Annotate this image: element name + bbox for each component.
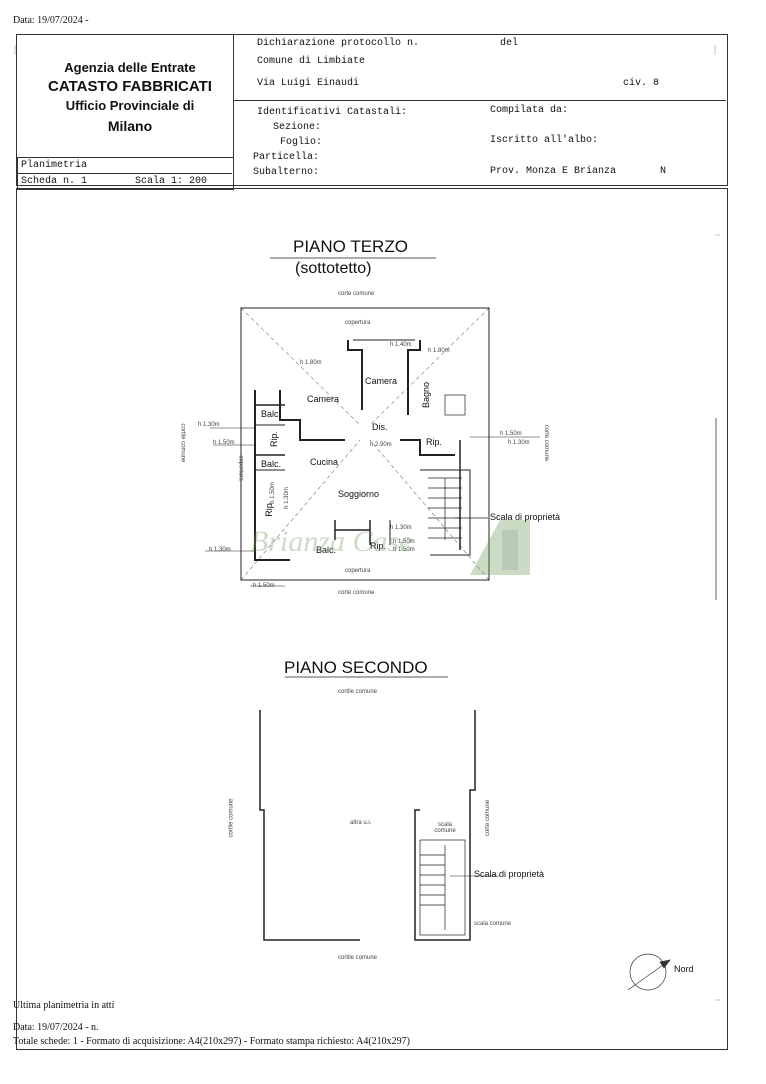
room-dis: Dis. <box>372 422 388 432</box>
watermark-logo <box>470 520 530 575</box>
scala-proprieta-label: Scala di proprietà <box>490 512 561 522</box>
height-note-12: h 1.50m <box>393 539 415 545</box>
agency-office: Ufficio Provinciale di <box>65 98 195 113</box>
subalterno-label: Subalterno: <box>253 167 320 178</box>
scheda-label: Scheda n. 1 <box>21 176 88 187</box>
particella-label: Particella: <box>253 152 320 163</box>
note-cortile-left: cortile comune <box>179 423 186 463</box>
floor2-scala-comune-bottom: scala comune <box>474 921 512 927</box>
protocol-label: Dichiarazione protocollo n. <box>257 38 420 49</box>
footer-totale: Totale schede: 1 - Formato di acquisizio… <box>13 1036 410 1047</box>
header-hline <box>233 100 726 101</box>
note-copertura-bottom: copertura <box>345 568 371 574</box>
floor2-scala-comune: scala comune <box>434 822 456 834</box>
footer-date: Data: 19/07/2024 - n. <box>13 1022 99 1033</box>
height-note-1: h 1.30m <box>198 422 220 428</box>
room-rip-4: Rip <box>263 503 274 517</box>
floor2-altra: altra u.i. <box>350 820 372 826</box>
compilata-label: Compilata da: <box>490 105 569 116</box>
prov-n-label: N <box>660 166 667 177</box>
room-soggiorno: Soggiorno <box>338 489 380 499</box>
iscritto-label: Iscritto all'albo: <box>490 135 599 146</box>
height-note-4: h 1.50m <box>253 583 275 589</box>
header-divider <box>233 34 234 184</box>
agency-city: Milano <box>107 118 153 134</box>
prov-label: Prov. Monza E Brianza <box>490 166 617 177</box>
del-label: del <box>500 38 519 49</box>
foglio-label: Foglio: <box>280 137 323 148</box>
room-rip-2: Rip. <box>426 437 443 447</box>
watermark-text: Brianza Case <box>250 525 413 558</box>
height-note-10: h 2.90m <box>370 442 392 448</box>
planimetria-title: Planimetria <box>21 160 88 171</box>
height-note-8: h 1.80m <box>300 360 322 366</box>
north-arrow-icon <box>627 953 671 991</box>
floor2-cortile-left: cortile comune <box>228 798 235 838</box>
room-rip-1: Rip. <box>269 430 280 448</box>
room-bagno: Bagno <box>421 381 432 409</box>
note-corte-top: corte comune <box>338 291 375 297</box>
note-corte-right: corte comune <box>543 424 550 462</box>
room-balc-1: Balc. <box>261 409 282 419</box>
agency-name: Agenzia delle Entrate <box>64 60 196 75</box>
height-note-7: h 1.40m <box>390 342 412 348</box>
scala-label: Scala 1: 200 <box>135 176 208 187</box>
room-balc-2: Balc. <box>261 459 282 469</box>
floor2-cortile-top: cortile comune <box>338 689 378 695</box>
agency-catasto: CATASTO FABBRICATI <box>48 78 212 95</box>
footer-ultima: Ultima planimetria in atti <box>13 1000 115 1011</box>
floor2-plan <box>259 676 500 941</box>
room-cucina: Cucina <box>310 457 339 467</box>
height-note-3: h 1.30m <box>209 547 231 553</box>
height-note-5: h 1.50m <box>500 431 522 437</box>
height-note-6: h 1.30m <box>508 440 530 446</box>
room-camera-1: Camera <box>365 376 398 386</box>
height-note-15: h 1.30m <box>283 487 290 509</box>
floor3-subtitle: (sottotetto) <box>295 260 372 277</box>
room-balc-3: Balc. <box>316 545 337 555</box>
comune-label: Comune di Limbiate <box>257 56 366 67</box>
floor2-title: PIANO SECONDO <box>284 658 428 677</box>
height-note-11: h 1.30m <box>390 525 412 531</box>
height-note-2: h 1.50m <box>213 440 235 446</box>
header-date: Data: 19/07/2024 - <box>13 15 89 26</box>
room-camera-2: Camera <box>307 394 340 404</box>
floor3-title: PIANO TERZO <box>293 237 408 256</box>
room-rip-3: Rip. <box>370 541 387 551</box>
north-label: Nord <box>674 964 694 974</box>
note-copertura-left: copertura <box>237 455 244 481</box>
floor3-plan <box>205 257 540 587</box>
sezione-label: Sezione: <box>273 122 322 133</box>
floor2-scala-label: Scala di proprietà <box>474 869 545 879</box>
planimetria-divider <box>17 173 232 174</box>
note-copertura-top: copertura <box>345 320 371 326</box>
identificativi-label: Identificativi Catastali: <box>257 107 408 118</box>
via-label: Via Luigi Einaudi <box>257 78 360 89</box>
note-corte-bottom: corte comune <box>338 590 375 596</box>
header-frame <box>16 34 728 186</box>
floor2-cortile-bottom: cortile comune <box>338 955 378 961</box>
floor2-corte-right: corte comune <box>485 799 492 837</box>
drawing-frame <box>16 188 728 1050</box>
height-note-14: h 1.50m <box>269 482 276 504</box>
height-note-13: h 1.50m <box>393 547 415 553</box>
height-note-9: h 1.80m <box>428 348 450 354</box>
civ-label: civ. 8 <box>623 78 660 89</box>
